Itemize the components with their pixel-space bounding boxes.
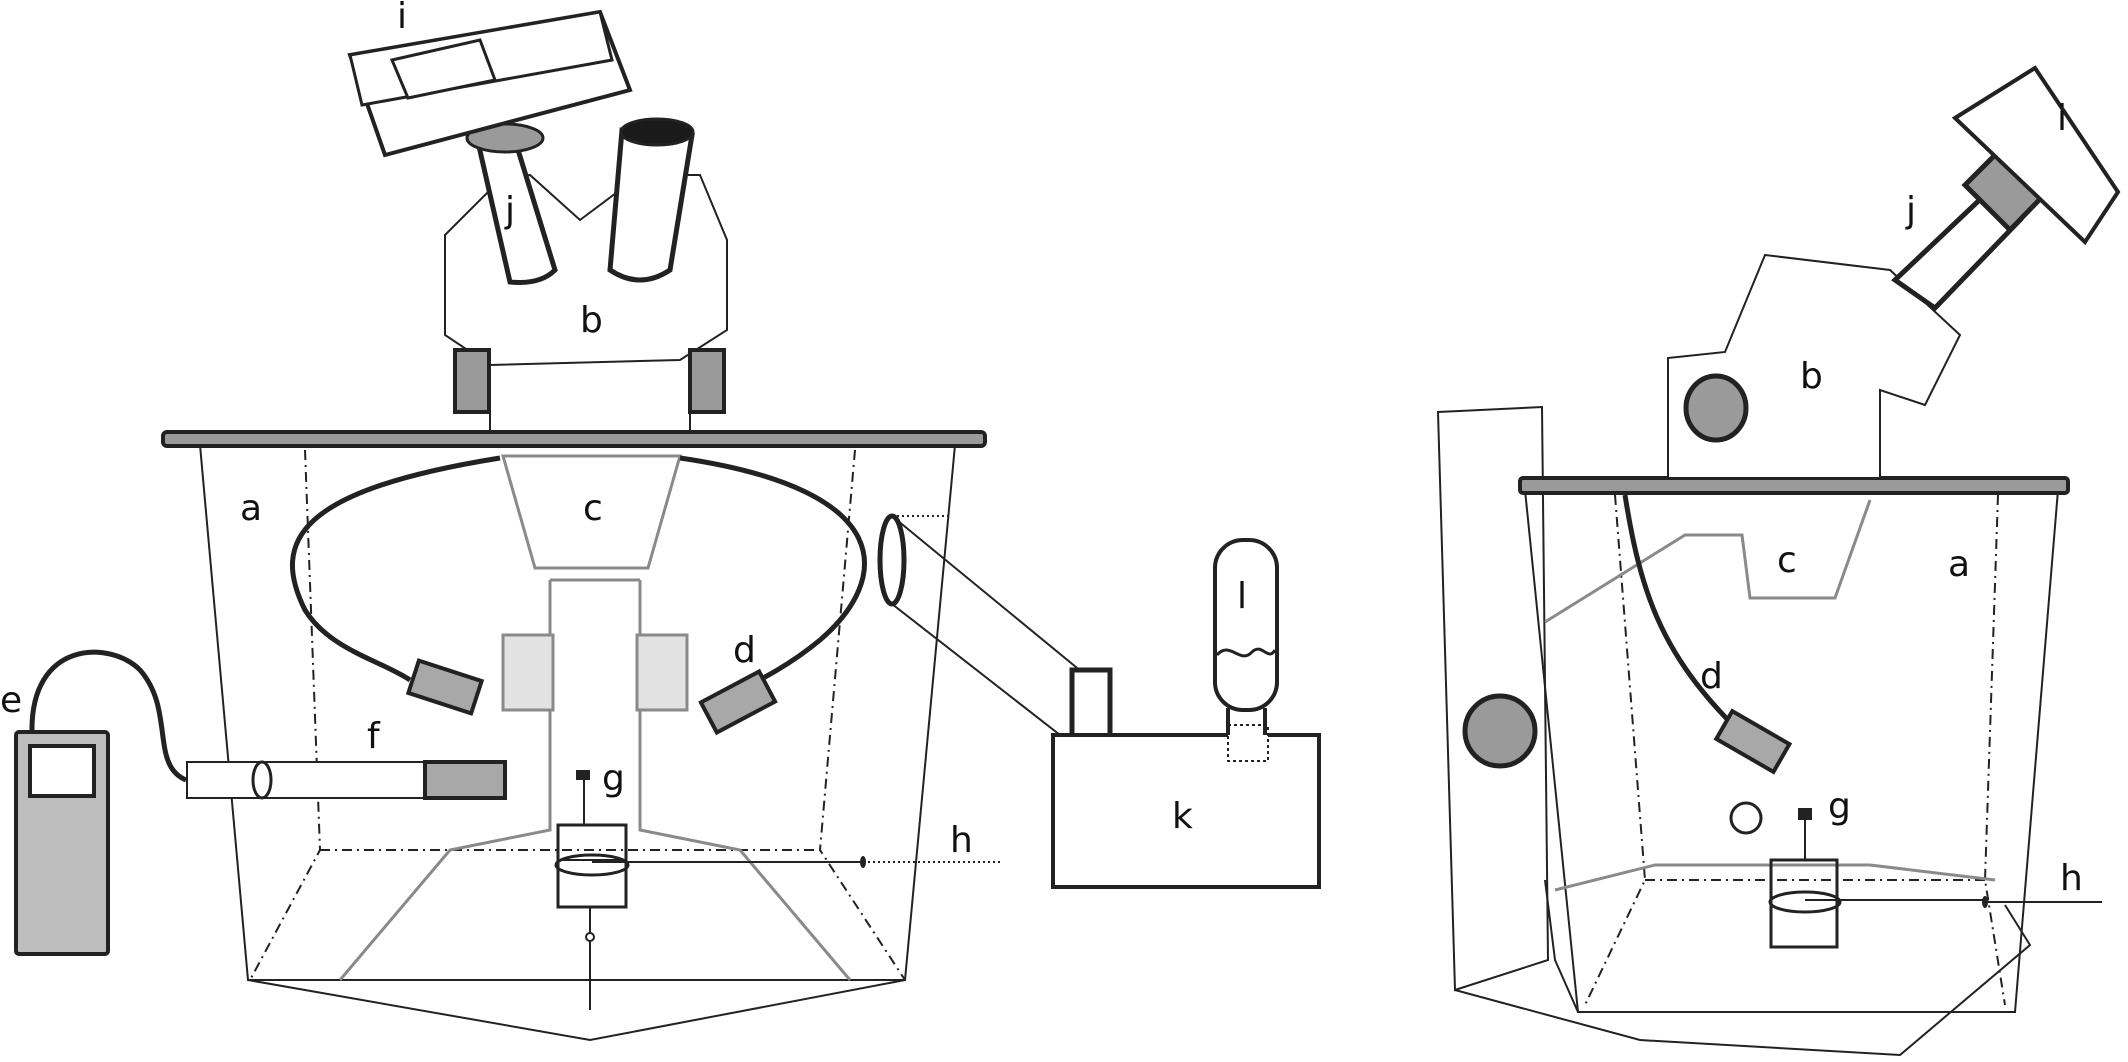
meter-device <box>14 649 188 956</box>
label-d-front: d <box>733 630 756 671</box>
label-c-front: c <box>583 488 603 529</box>
meter-cable <box>29 649 188 783</box>
humidifier-box <box>1051 667 1321 889</box>
label-f: f <box>367 716 381 757</box>
gas-tube <box>877 513 1083 736</box>
label-i-side: i <box>2057 98 2067 139</box>
camera-side <box>1951 65 2121 246</box>
specimen-holder-side <box>1729 801 2102 949</box>
side-view: i j b c a d g h <box>1436 65 2121 1057</box>
label-l: l <box>1237 576 1247 617</box>
light-head-right <box>698 668 778 736</box>
label-a-side: a <box>1948 544 1970 585</box>
side-panel-left <box>501 633 555 712</box>
label-d-side: d <box>1700 656 1723 697</box>
light-guide-right <box>679 455 867 693</box>
label-j-side: j <box>1905 190 1916 231</box>
label-b-front: b <box>580 300 603 341</box>
label-h-side: h <box>2060 858 2083 899</box>
label-a-front: a <box>240 488 262 529</box>
label-c-side: c <box>1777 540 1797 581</box>
label-j-front: j <box>504 190 515 231</box>
camera-front <box>347 9 633 158</box>
label-b-side: b <box>1800 356 1823 397</box>
top-plate-front <box>161 430 987 448</box>
front-view: i j b c a d e f g h k l <box>0 0 1321 1042</box>
label-g-front: g <box>602 758 625 799</box>
label-g-side: g <box>1828 786 1851 827</box>
door-panel <box>1436 405 1550 992</box>
light-head-left <box>405 658 485 716</box>
probe-front <box>186 760 507 800</box>
side-panel-right <box>635 633 689 712</box>
chamber-front <box>198 444 957 1042</box>
label-i-front: i <box>397 0 407 37</box>
label-e: e <box>0 680 22 721</box>
water-bottle <box>1213 538 1279 735</box>
light-head-side <box>1713 708 1793 775</box>
label-k: k <box>1172 796 1193 837</box>
specimen-holder-front <box>554 770 1002 1010</box>
microscope-front <box>444 117 728 432</box>
objective-cone-front <box>501 454 682 570</box>
light-guide-side <box>1622 494 1732 724</box>
light-guide-left <box>290 455 501 683</box>
microscope-side <box>1667 146 2047 479</box>
top-plate-side <box>1518 476 2070 495</box>
label-h-front: h <box>950 820 973 861</box>
